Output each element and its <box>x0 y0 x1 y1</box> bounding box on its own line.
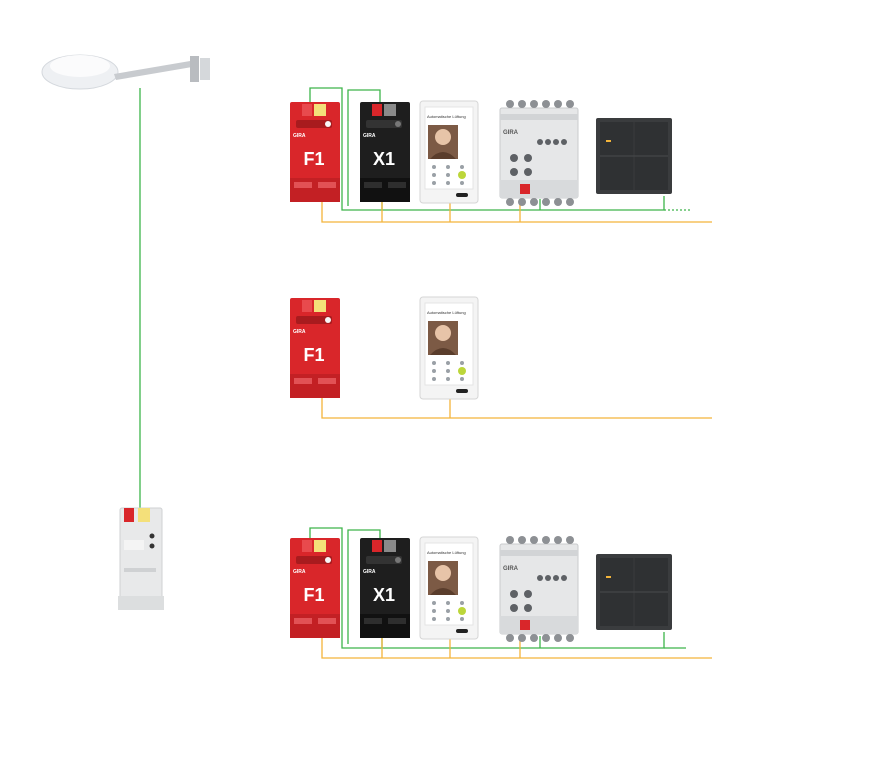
x1-label: X1 <box>373 149 395 169</box>
brand-label: GIRA <box>503 566 519 572</box>
gateway-module <box>118 507 164 610</box>
brand-label: GIRA <box>363 569 376 575</box>
push-button-switch <box>595 117 673 195</box>
switching-actuator <box>499 99 579 207</box>
push-button-switch <box>595 553 673 631</box>
brand-label: GIRA <box>503 130 519 136</box>
f1-label: F1 <box>303 585 324 605</box>
f1-label: F1 <box>303 345 324 365</box>
f1-label: F1 <box>303 149 324 169</box>
brand-label: GIRA <box>293 133 306 139</box>
brand-label: GIRA <box>293 329 306 335</box>
weather-station-icon <box>41 54 210 90</box>
brand-label: GIRA <box>293 569 306 575</box>
switching-actuator <box>499 535 579 643</box>
panel-header: Automatische Lüftung <box>427 550 466 555</box>
panel-header: Automatische Lüftung <box>427 310 466 315</box>
brand-label: GIRA <box>363 133 376 139</box>
panel-header: Automatische Lüftung <box>427 114 466 119</box>
bus-lines <box>139 87 712 659</box>
x1-label: X1 <box>373 585 395 605</box>
